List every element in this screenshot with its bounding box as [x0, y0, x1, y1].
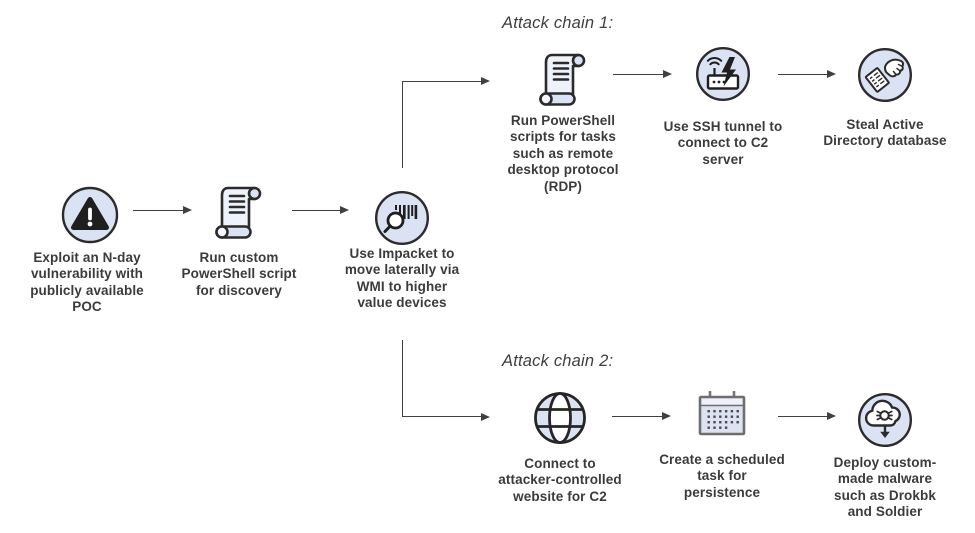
warning-triangle-icon: [61, 186, 119, 244]
hand-stealing-document-icon: [858, 48, 912, 102]
node-run-custom-ps-label: Run custom PowerShell script for discove…: [181, 250, 297, 298]
arrow-rdp-to-ssh: [613, 69, 672, 78]
scroll-script-icon: [215, 186, 262, 239]
node-steal-ad-label: Steal Active Directory database: [823, 117, 947, 149]
connector-impacket-to-chain2: [402, 340, 490, 422]
router-lightning-icon: [696, 47, 750, 101]
cloud-malware-download-icon: [858, 393, 912, 447]
arrow-c2-to-task: [612, 411, 671, 420]
arrow-exploit-to-script: [133, 205, 192, 214]
magnifier-barcode-icon: [375, 191, 429, 245]
attack-chain-1-title: Attack chain 1:: [502, 14, 614, 32]
node-impacket-label: Use Impacket to move laterally via WMI t…: [344, 246, 460, 311]
globe-icon: [534, 392, 586, 444]
attack-chain-2-title: Attack chain 2:: [502, 352, 614, 370]
arrow-script-to-impacket: [292, 205, 349, 214]
connector-impacket-to-chain1: [402, 76, 490, 168]
node-ssh-tunnel-label: Use SSH tunnel to connect to C2 server: [663, 119, 783, 167]
node-deploy-malware-label: Deploy custom- made malware such as Drok…: [833, 455, 937, 520]
scroll-script-icon: [539, 53, 586, 106]
arrow-ssh-to-steal: [778, 69, 836, 78]
node-connect-c2-label: Connect to attacker-controlled website f…: [498, 456, 622, 504]
arrow-task-to-malware: [778, 411, 836, 420]
node-scheduled-task-label: Create a scheduled task for persistence: [659, 452, 785, 500]
node-run-ps-rdp-label: Run PowerShell scripts for tasks such as…: [507, 113, 619, 194]
calendar-icon: [698, 391, 746, 436]
node-exploit-label: Exploit an N-day vulnerability with publ…: [30, 250, 144, 315]
